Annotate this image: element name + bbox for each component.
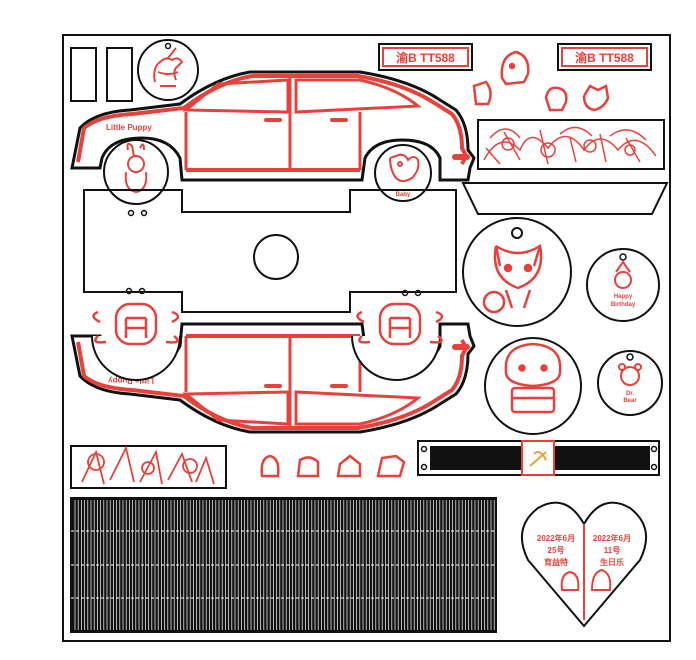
squirrel-icon [389,153,420,182]
fox-icon [482,243,543,314]
mini-animals-row [260,454,406,478]
flower-strip [477,119,665,170]
license-plate-left: 渝B TT588 [378,43,473,71]
heart-left-line1: 2022年6月 [537,533,575,543]
grass-strip [70,445,227,489]
car-top-name: Little Puppy [106,123,152,132]
heart-right-line1: 2022年6月 [593,533,631,543]
trapezoid-panel [461,182,669,215]
car-floor-panel [83,189,457,313]
heart-left-line2: 25号 [548,546,565,555]
wheel-label: Baby [396,192,411,198]
birthday-line1: Happy [614,294,633,300]
birthday-line2: Birthday [611,302,636,308]
party-hat-animal-icon [614,260,632,289]
cake-medallion [484,337,582,435]
heart-right-line3: 生日乐 [600,557,624,567]
slot-rect-2 [106,47,133,102]
birthday-medallion: Happy Birthday [586,248,660,322]
unicorn-medallion [137,39,199,101]
slot-rect-1 [70,47,97,102]
car-bottom: Little Puppy [70,302,476,434]
grille-panel [70,497,497,633]
plate-right-text: 渝B TT588 [575,50,634,65]
bear-medallion: Dr. Bear [597,350,663,416]
fox-medallion [462,217,572,327]
flower-cluster-icon [483,126,657,165]
rabbit-icon [124,142,148,194]
heart-animals-icon [560,568,612,591]
ribbon-belt [417,440,660,476]
plate-left-text: 渝B TT588 [396,50,455,65]
car-top-windows [181,78,422,114]
floor-center-hole [253,234,299,280]
heart-right-line2: 11号 [604,546,620,555]
grass-flower-icon [81,445,215,485]
unicorn-icon [153,47,184,87]
heart-left-line3: 育益特 [544,557,568,567]
puppy-cake-icon [504,342,562,414]
ribbon-emblem-icon [529,451,547,467]
heart-plaque: 2022年6月 25号 育益特 2022年6月 11号 生日乐 [520,501,648,628]
license-plate-right: 渝B TT588 [557,43,652,71]
bear-line2: Bear [623,398,637,404]
car-top-engrave-body [76,74,469,165]
bear-line1: Dr. [626,391,634,397]
car-top-cut-outline [70,70,476,182]
bear-icon [618,363,642,386]
car-top: Little Puppy Baby [70,70,476,217]
bunny-face-left-icon [92,302,180,346]
cartoon-animal-icon [472,50,610,112]
bunny-face-right-icon [356,302,444,346]
